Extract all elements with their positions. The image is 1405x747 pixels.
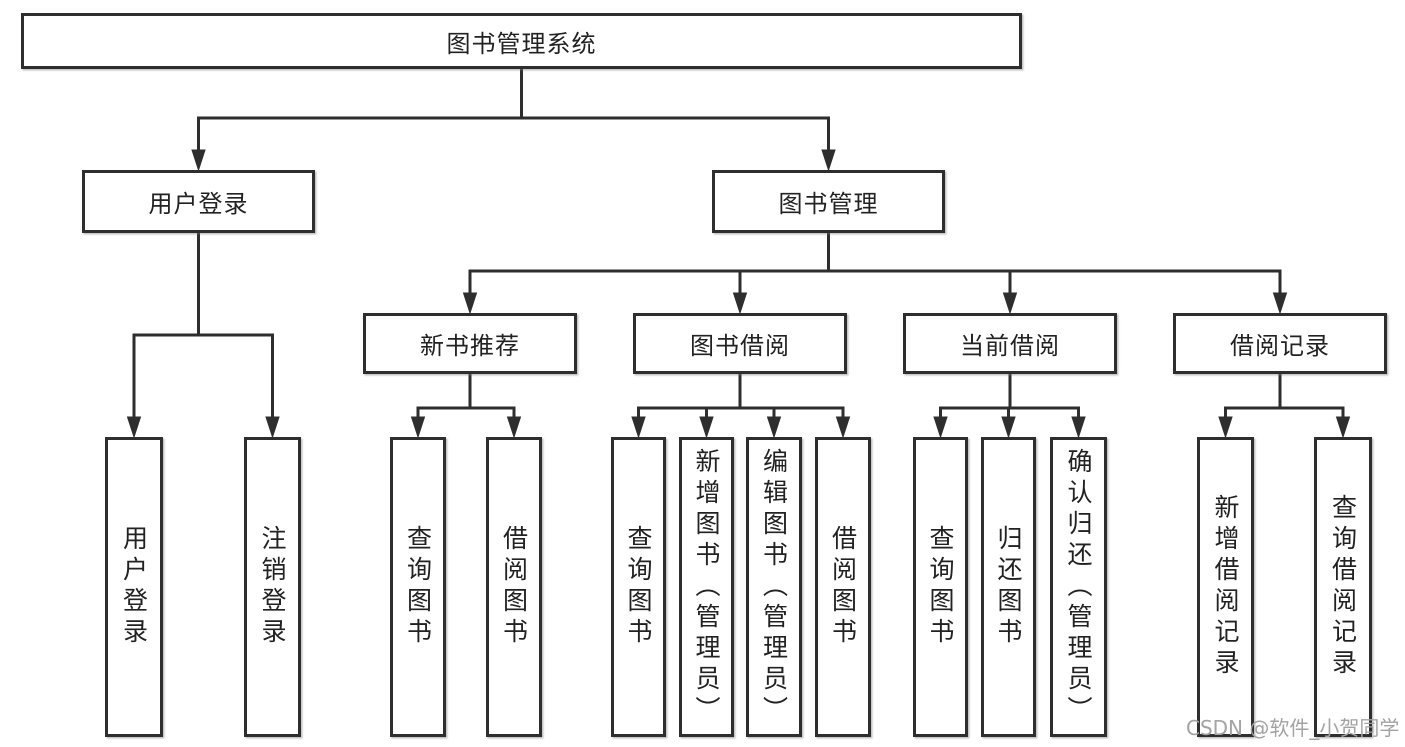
node-label-leaf-query-book-1: 查询图书 (403, 525, 433, 649)
arrowhead-leaf-query-book-3 (933, 416, 948, 439)
arrowhead-borrow-records (1272, 292, 1288, 315)
node-label-leaf-logout: 注销登录 (258, 525, 287, 649)
node-leaf-confirm-return: 确认归还（管理员） (1050, 437, 1107, 737)
node-label-user-login: 用户登录 (148, 190, 249, 218)
arrowhead-leaf-return-book (1001, 416, 1016, 439)
arrowhead-leaf-query-book-1 (410, 416, 426, 439)
node-leaf-borrow-book-2: 借阅图书 (815, 437, 871, 737)
arrowhead-leaf-confirm-return (1071, 416, 1086, 439)
node-borrow-records: 借阅记录 (1173, 313, 1387, 374)
node-root: 图书管理系统 (21, 13, 1022, 69)
node-book-borrow: 图书借阅 (633, 313, 847, 374)
node-label-root: 图书管理系统 (446, 29, 597, 58)
arrowhead-leaf-borrow-book-1 (506, 416, 522, 439)
arrowhead-leaf-edit-book (766, 416, 782, 439)
node-leaf-query-record: 查询借阅记录 (1314, 437, 1372, 737)
node-leaf-query-book-2: 查询图书 (611, 437, 666, 737)
arrowhead-leaf-logout (265, 416, 280, 439)
node-label-book-mgmt: 图书管理 (778, 190, 879, 218)
arrowhead-leaf-add-record (1218, 416, 1233, 439)
arrowhead-leaf-add-book (699, 416, 714, 439)
node-label-leaf-add-book: 新增图书（管理员） (692, 447, 721, 727)
node-label-book-borrow: 图书借阅 (690, 332, 790, 360)
edge-from-book-mgmt (468, 231, 1282, 301)
arrowhead-book-mgmt (821, 149, 836, 172)
node-label-leaf-edit-book: 编辑图书（管理员） (759, 447, 789, 727)
node-label-current-borrow: 当前借阅 (960, 332, 1060, 360)
node-label-new-book-rec: 新书推荐 (420, 332, 520, 360)
arrowhead-user-login (191, 149, 206, 172)
edge-from-current-borrow (939, 372, 1080, 425)
node-label-leaf-user-login: 用户登录 (119, 525, 149, 649)
watermark-text: CSDN @软件_小贺同学 (1186, 716, 1400, 740)
node-book-mgmt: 图书管理 (712, 170, 945, 233)
arrowhead-leaf-query-record (1335, 416, 1351, 439)
edge-from-borrow-records (1224, 372, 1345, 425)
node-leaf-query-book-3: 查询图书 (913, 437, 968, 737)
node-label-leaf-borrow-book-2: 借阅图书 (828, 525, 858, 649)
node-leaf-add-book: 新增图书（管理员） (679, 437, 734, 737)
arrowhead-current-borrow (1002, 292, 1018, 315)
arrowhead-book-borrow (732, 292, 748, 315)
node-new-book-rec: 新书推荐 (363, 313, 577, 374)
node-leaf-borrow-book-1: 借阅图书 (486, 437, 542, 737)
node-leaf-query-book-1: 查询图书 (390, 437, 446, 737)
edge-from-book-borrow (637, 372, 845, 425)
node-leaf-return-book: 归还图书 (981, 437, 1036, 737)
arrowhead-leaf-user-login (126, 416, 142, 439)
node-label-leaf-return-book: 归还图书 (994, 525, 1023, 649)
node-user-login: 用户登录 (82, 170, 315, 233)
node-label-borrow-records: 借阅记录 (1230, 332, 1330, 360)
node-leaf-logout: 注销登录 (244, 437, 301, 737)
node-current-borrow: 当前借阅 (903, 313, 1117, 374)
node-label-leaf-query-book-2: 查询图书 (624, 525, 653, 649)
edge-from-new-book-rec (416, 372, 516, 425)
node-leaf-edit-book: 编辑图书（管理员） (746, 437, 802, 737)
node-label-leaf-query-book-3: 查询图书 (926, 525, 955, 649)
arrowhead-leaf-query-book-2 (631, 416, 646, 439)
node-label-leaf-borrow-book-1: 借阅图书 (499, 525, 529, 649)
node-leaf-user-login: 用户登录 (105, 437, 163, 737)
node-label-leaf-add-record: 新增借阅记录 (1211, 494, 1240, 680)
node-label-leaf-query-record: 查询借阅记录 (1328, 494, 1358, 680)
edge-from-root (197, 67, 830, 158)
edge-from-user-login (132, 231, 274, 425)
arrowhead-leaf-borrow-book-2 (835, 416, 851, 439)
arrowhead-new-book-rec (462, 292, 478, 315)
node-leaf-add-record: 新增借阅记录 (1197, 437, 1254, 737)
node-label-leaf-confirm-return: 确认归还（管理员） (1064, 447, 1093, 727)
